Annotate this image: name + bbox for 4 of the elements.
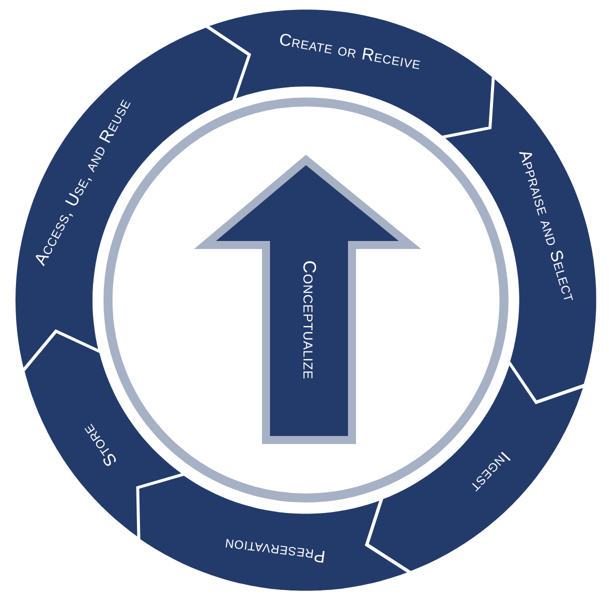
- segment-label: Appraise and Select: [514, 148, 580, 305]
- arrow-label: Conceptualize: [298, 260, 320, 380]
- segment-label: Create or Receive: [277, 30, 422, 74]
- segment-label: Preservation: [224, 534, 327, 566]
